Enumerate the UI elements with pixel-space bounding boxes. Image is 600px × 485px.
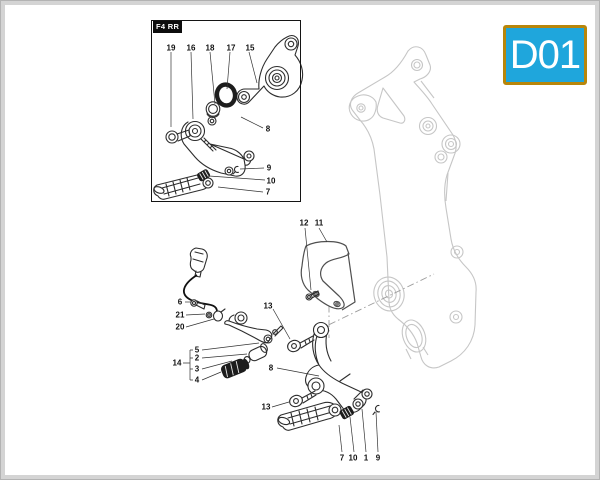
inset-drawing [153, 35, 304, 200]
leader-lines [170, 51, 379, 453]
footrest-bracket-drawing [277, 321, 380, 431]
plate-code-text: D01 [509, 33, 581, 77]
heat-shield-drawing [300, 240, 356, 311]
plate-code-badge: D01 [503, 25, 587, 85]
frame-plate-drawing [348, 46, 477, 369]
diagram-artwork [153, 35, 477, 453]
inset-variant-tag: F4 RR [153, 21, 183, 33]
gear-linkage-drawing [183, 247, 284, 379]
